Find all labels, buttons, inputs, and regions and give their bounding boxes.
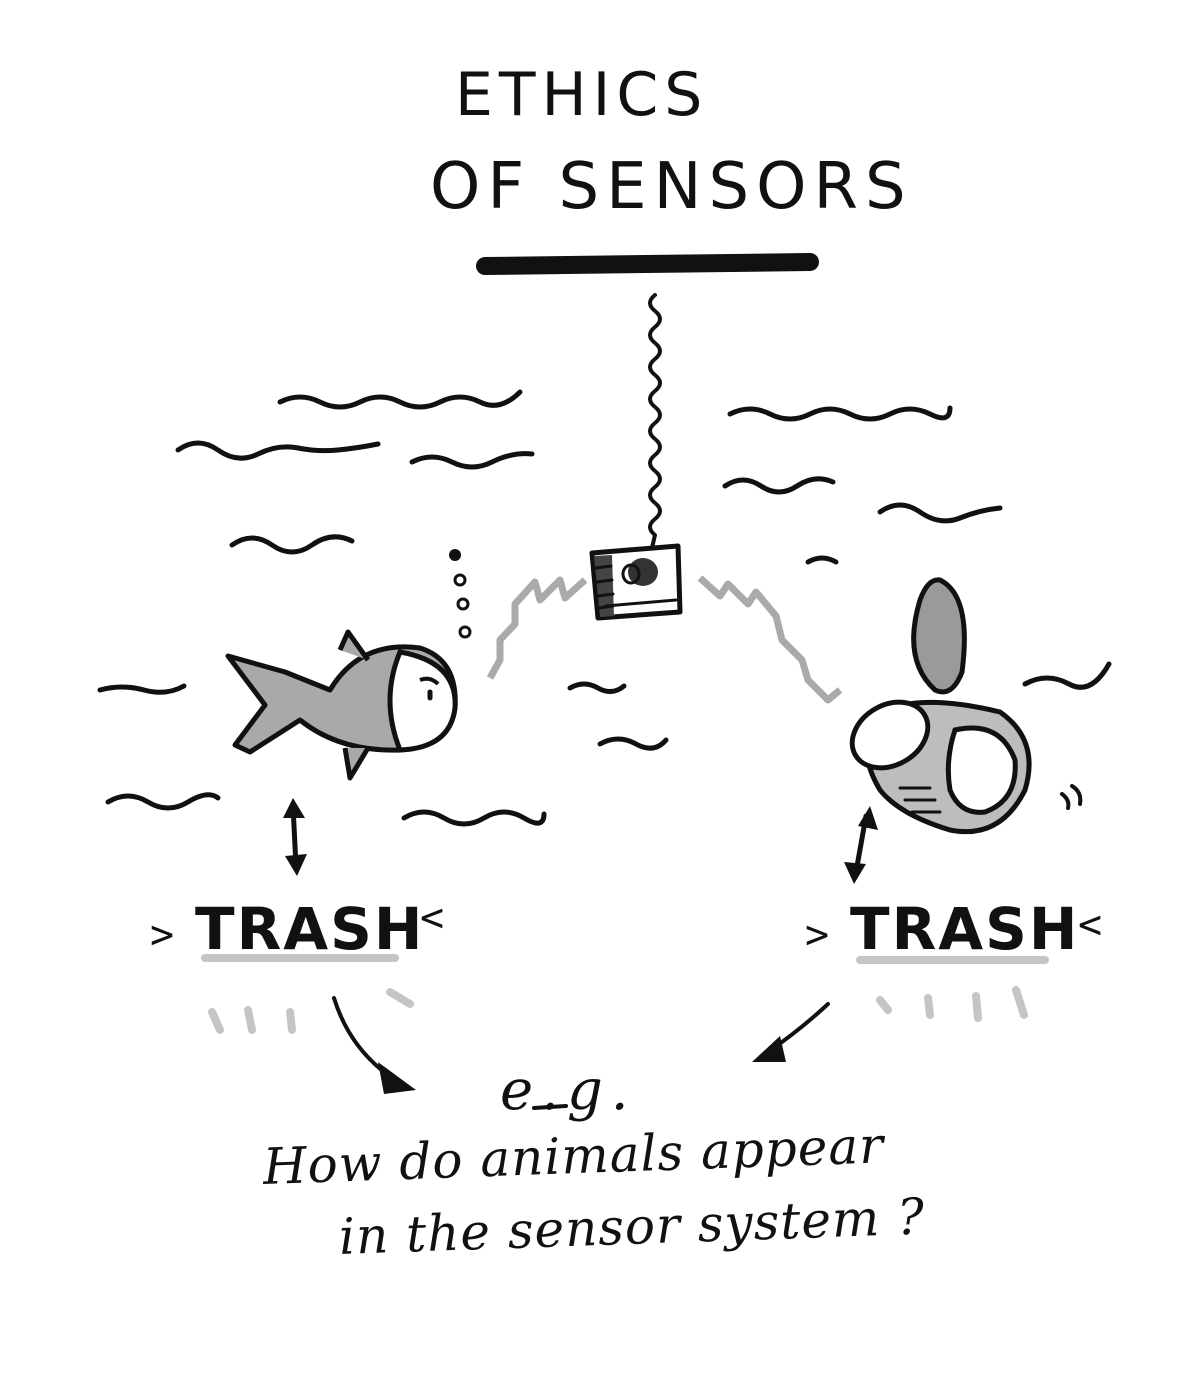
- camera-sensor-icon: [589, 543, 683, 621]
- arrow-left-to-question: [332, 996, 416, 1094]
- arrow-right-to-question: [752, 1002, 830, 1062]
- title-line-2: OF SENSORS: [430, 150, 913, 224]
- fish-icon: [225, 629, 458, 781]
- can-trash-double-arrow: [844, 806, 878, 884]
- trash-right-close-chevron: <: [1078, 902, 1103, 948]
- water-waves: [97, 389, 1112, 827]
- trash-right-shadow-marks: [856, 956, 1049, 1022]
- title-underline-bar: [476, 253, 819, 275]
- trash-right-open-chevron: >: [805, 912, 830, 958]
- tin-can-icon: [849, 577, 1083, 835]
- signal-wave-right: [697, 575, 843, 704]
- sensor-cord: [648, 293, 662, 550]
- signal-wave-left: [486, 576, 588, 680]
- title-line-1: ETHICS: [455, 60, 709, 130]
- trash-left-shadow-marks: [201, 954, 414, 1034]
- fish-trash-double-arrow: [283, 798, 307, 876]
- trash-label-right: TRASH: [850, 895, 1080, 963]
- trash-label-left: TRASH: [195, 895, 425, 963]
- trash-left-open-chevron: >: [150, 912, 175, 958]
- example-prefix: e.g.: [500, 1058, 637, 1123]
- trash-left-close-chevron: <: [420, 895, 445, 941]
- eg-underline: [532, 1104, 568, 1110]
- bubbles: [449, 549, 472, 639]
